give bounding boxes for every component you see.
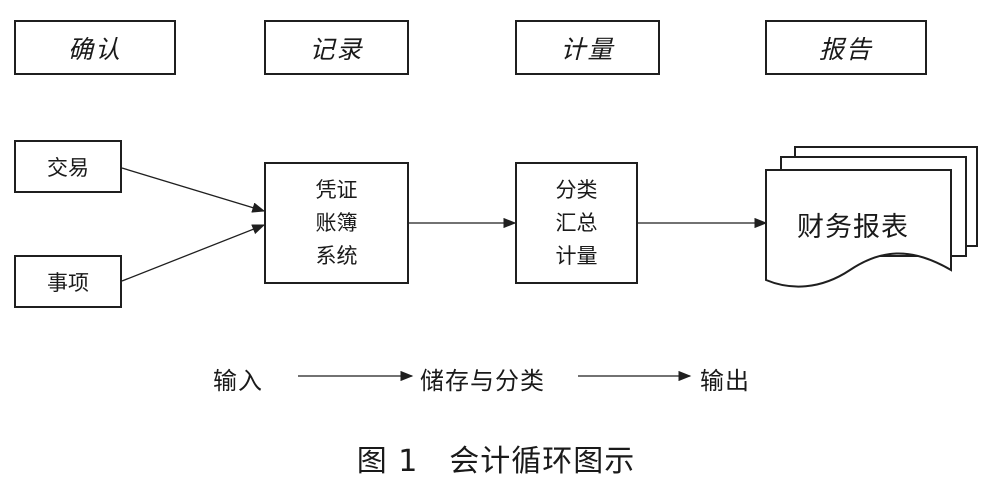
flow-output-label: 输出 xyxy=(700,367,750,395)
flow-storage-label: 储存与分类 xyxy=(420,367,545,395)
phase-report-box: 报告 xyxy=(765,20,927,75)
matter-to-voucher-arrow xyxy=(121,224,266,282)
transaction-box: 交易 xyxy=(14,140,122,193)
phase-measure-label: 计量 xyxy=(560,34,615,64)
figure-caption: 图 1 会计循环图示 xyxy=(356,444,636,479)
phase-record-box: 记录 xyxy=(264,20,409,75)
phase-confirm-box: 确认 xyxy=(14,20,176,75)
financial-report-label: 财务报表 xyxy=(797,212,909,243)
voucher-ledger-system-label: 凭证 账簿 系统 xyxy=(315,177,358,268)
report-document-front-layer xyxy=(765,169,952,288)
voucher-ledger-system-box: 凭证 账簿 系统 xyxy=(264,162,409,284)
transaction-label: 交易 xyxy=(47,155,89,180)
phase-record-label: 记录 xyxy=(309,34,364,64)
matter-box: 事项 xyxy=(14,255,122,308)
classify-summary-measure-label: 分类 汇总 计量 xyxy=(555,177,598,268)
transaction-to-voucher-arrow xyxy=(121,167,266,213)
flow-input-label: 输入 xyxy=(213,367,263,395)
phase-measure-box: 计量 xyxy=(515,20,660,75)
phase-report-label: 报告 xyxy=(818,34,873,64)
matter-label: 事项 xyxy=(47,270,89,295)
classify-summary-measure-box: 分类 汇总 计量 xyxy=(515,162,638,284)
phase-confirm-label: 确认 xyxy=(67,34,122,64)
